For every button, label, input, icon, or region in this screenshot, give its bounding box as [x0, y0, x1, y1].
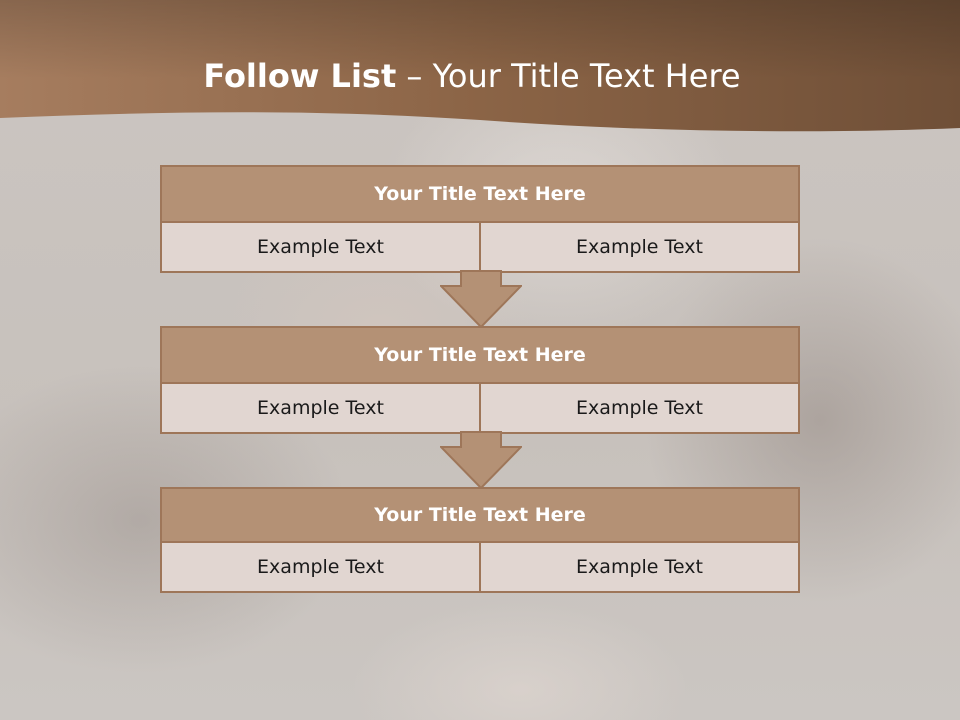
- header-banner: [0, 0, 960, 132]
- block-row: Example Text Example Text: [160, 543, 800, 593]
- block-cell-right: Example Text: [479, 223, 798, 271]
- block-row: Example Text Example Text: [160, 384, 800, 434]
- down-arrow-icon: [440, 431, 522, 489]
- block-cell-left: Example Text: [162, 223, 479, 271]
- page-title-rest: – Your Title Text Here: [396, 57, 741, 95]
- block-cell-left: Example Text: [162, 384, 479, 432]
- block-title: Your Title Text Here: [160, 487, 800, 543]
- page-title: Follow List – Your Title Text Here: [0, 54, 944, 98]
- block-cell-right: Example Text: [479, 543, 798, 591]
- block-cell-left: Example Text: [162, 543, 479, 591]
- list-block-2: Your Title Text Here Example Text Exampl…: [160, 326, 800, 434]
- list-block-3: Your Title Text Here Example Text Exampl…: [160, 487, 800, 593]
- block-row: Example Text Example Text: [160, 223, 800, 273]
- down-arrow-icon: [440, 270, 522, 328]
- block-title: Your Title Text Here: [160, 326, 800, 384]
- page-title-bold: Follow List: [203, 57, 397, 95]
- block-cell-right: Example Text: [479, 384, 798, 432]
- list-block-1: Your Title Text Here Example Text Exampl…: [160, 165, 800, 273]
- block-title: Your Title Text Here: [160, 165, 800, 223]
